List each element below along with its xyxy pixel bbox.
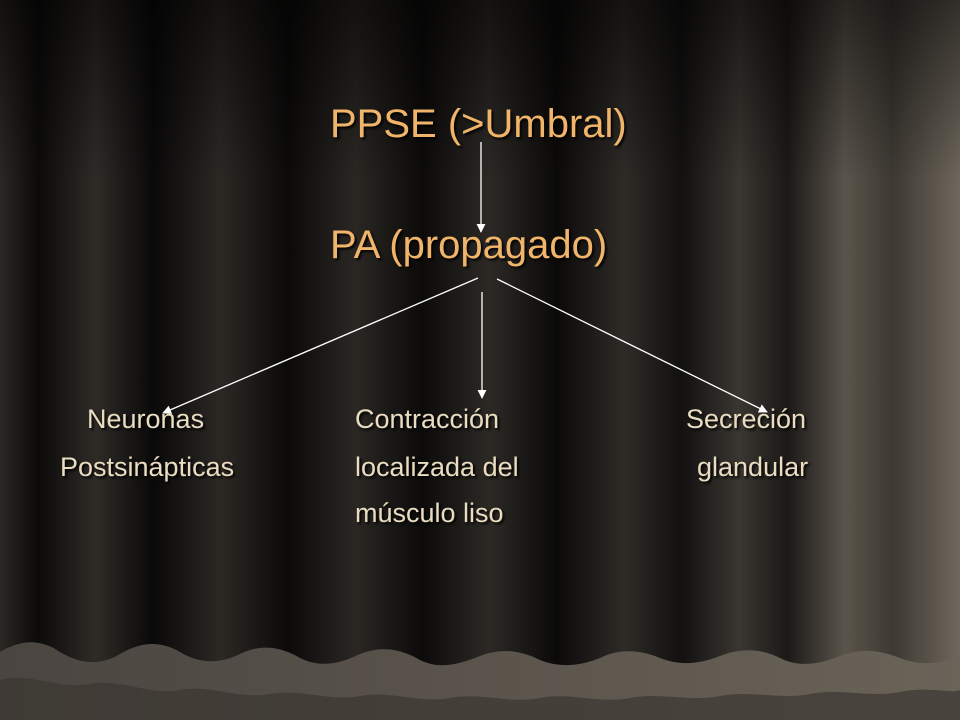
target-center-line1: Contracción [355, 404, 500, 434]
target-center-line2: localizada del [355, 452, 519, 482]
target-center-line3: músculo liso [355, 498, 504, 528]
node-ppse: PPSE (>Umbral) [330, 102, 627, 146]
arrow-pa-to-neuronas [162, 277, 479, 414]
target-left-line2: Postsinápticas [60, 452, 235, 482]
target-right-line1: Secreción [686, 404, 807, 434]
target-right-line2: glandular [697, 452, 809, 482]
target-left-line1: Neuronas [87, 404, 205, 434]
node-pa: PA (propagado) [330, 223, 608, 267]
arrow-pa-to-secrecion [496, 278, 768, 413]
